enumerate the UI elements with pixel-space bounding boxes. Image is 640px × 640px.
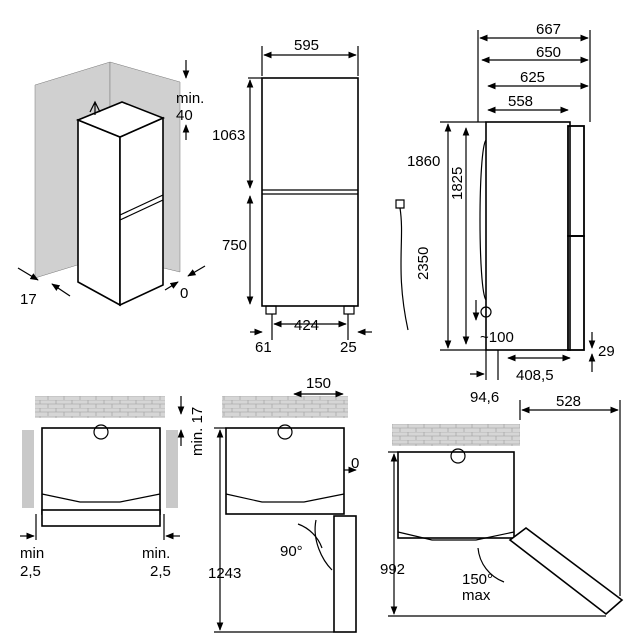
door-open-150 [508,527,624,616]
door-inner-profile [314,519,333,571]
power-icon-left [93,424,109,440]
depth-667: 667 [536,21,561,38]
depth-94-6: 94,6 [470,389,499,406]
bottom-door-side [567,235,585,351]
angle-arc-90 [297,523,323,549]
height-1825: 1825 [449,167,466,200]
front-view: 595 1063 750 424 61 25 [212,37,372,356]
side-wall-right [166,430,178,508]
depth-558: 558 [508,93,533,110]
fridge-front-body [261,77,359,307]
fridge-top-outline-right [397,451,515,539]
up-arrow-icon [89,100,101,115]
side-view: 667 650 625 558 1860 1825 2350 ~100 408,… [395,21,615,406]
wall-brick-right [392,424,520,446]
min-label-left: min [20,545,44,562]
front-foot-right [343,305,355,315]
height-992: 992 [380,561,405,578]
back-coil [479,139,487,301]
angle-max-label: max [462,587,491,604]
min-label: min. [176,90,204,107]
door-open-90 [333,515,357,633]
clearance-40: 40 [176,107,193,124]
height-1860: 1860 [407,153,440,170]
power-icon-middle [277,424,293,440]
height-750: 750 [222,237,247,254]
angle-arc-150 [477,547,505,583]
height-1243: 1243 [208,565,241,582]
height-1063: 1063 [212,127,245,144]
offset-150: 150 [306,375,331,392]
door-profile-left [41,493,161,503]
depth-625: 625 [520,69,545,86]
fridge-side-body [485,121,571,351]
clearance-2-5-right: 2,5 [150,563,171,580]
fridge-top-outline-left [41,427,161,515]
door-left [41,509,161,527]
isometric-view: min. 40 17 0 [17,60,206,308]
top-view-right: 528 992 150° max [380,393,624,617]
top-view-middle: 150 0 1243 90° [208,375,359,633]
door-profile-middle [225,493,345,503]
angle-150: 150° [462,571,493,588]
angle-90: 90° [280,543,303,560]
power-cable [399,207,409,331]
depth-100: ~100 [480,329,514,346]
height-29: 29 [598,343,615,360]
depth-650: 650 [536,44,561,61]
clearance-min-17: min. 17 [189,407,206,456]
power-icon-right [450,448,466,464]
power-socket-icon [480,306,492,318]
wall-brick-middle [222,396,348,418]
clearance-0-iso: 0 [180,285,188,302]
width-528: 528 [556,393,581,410]
offset-25: 25 [340,339,357,356]
clearance-0-top: 0 [351,455,359,472]
fridge-top [75,101,166,138]
cable-2350: 2350 [415,247,432,280]
fridge-top-outline-middle [225,427,345,515]
wall-brick-left [35,396,165,418]
width-424: 424 [294,317,319,334]
clearance-2-5-left: 2,5 [20,563,41,580]
door-split [119,199,164,221]
door-split-2 [119,194,164,216]
width-595: 595 [294,37,319,54]
top-view-left: min. 17 min 2,5 min. 2,5 [20,396,206,580]
door-profile-right [397,531,515,541]
fridge-side [77,118,121,307]
depth-408-5: 408,5 [516,367,554,384]
min-label-right: min. [142,545,170,562]
side-wall-left [22,430,34,508]
plug-icon [395,199,405,209]
clearance-17-iso: 17 [20,291,37,308]
front-foot-left [265,305,277,315]
offset-61: 61 [255,339,272,356]
